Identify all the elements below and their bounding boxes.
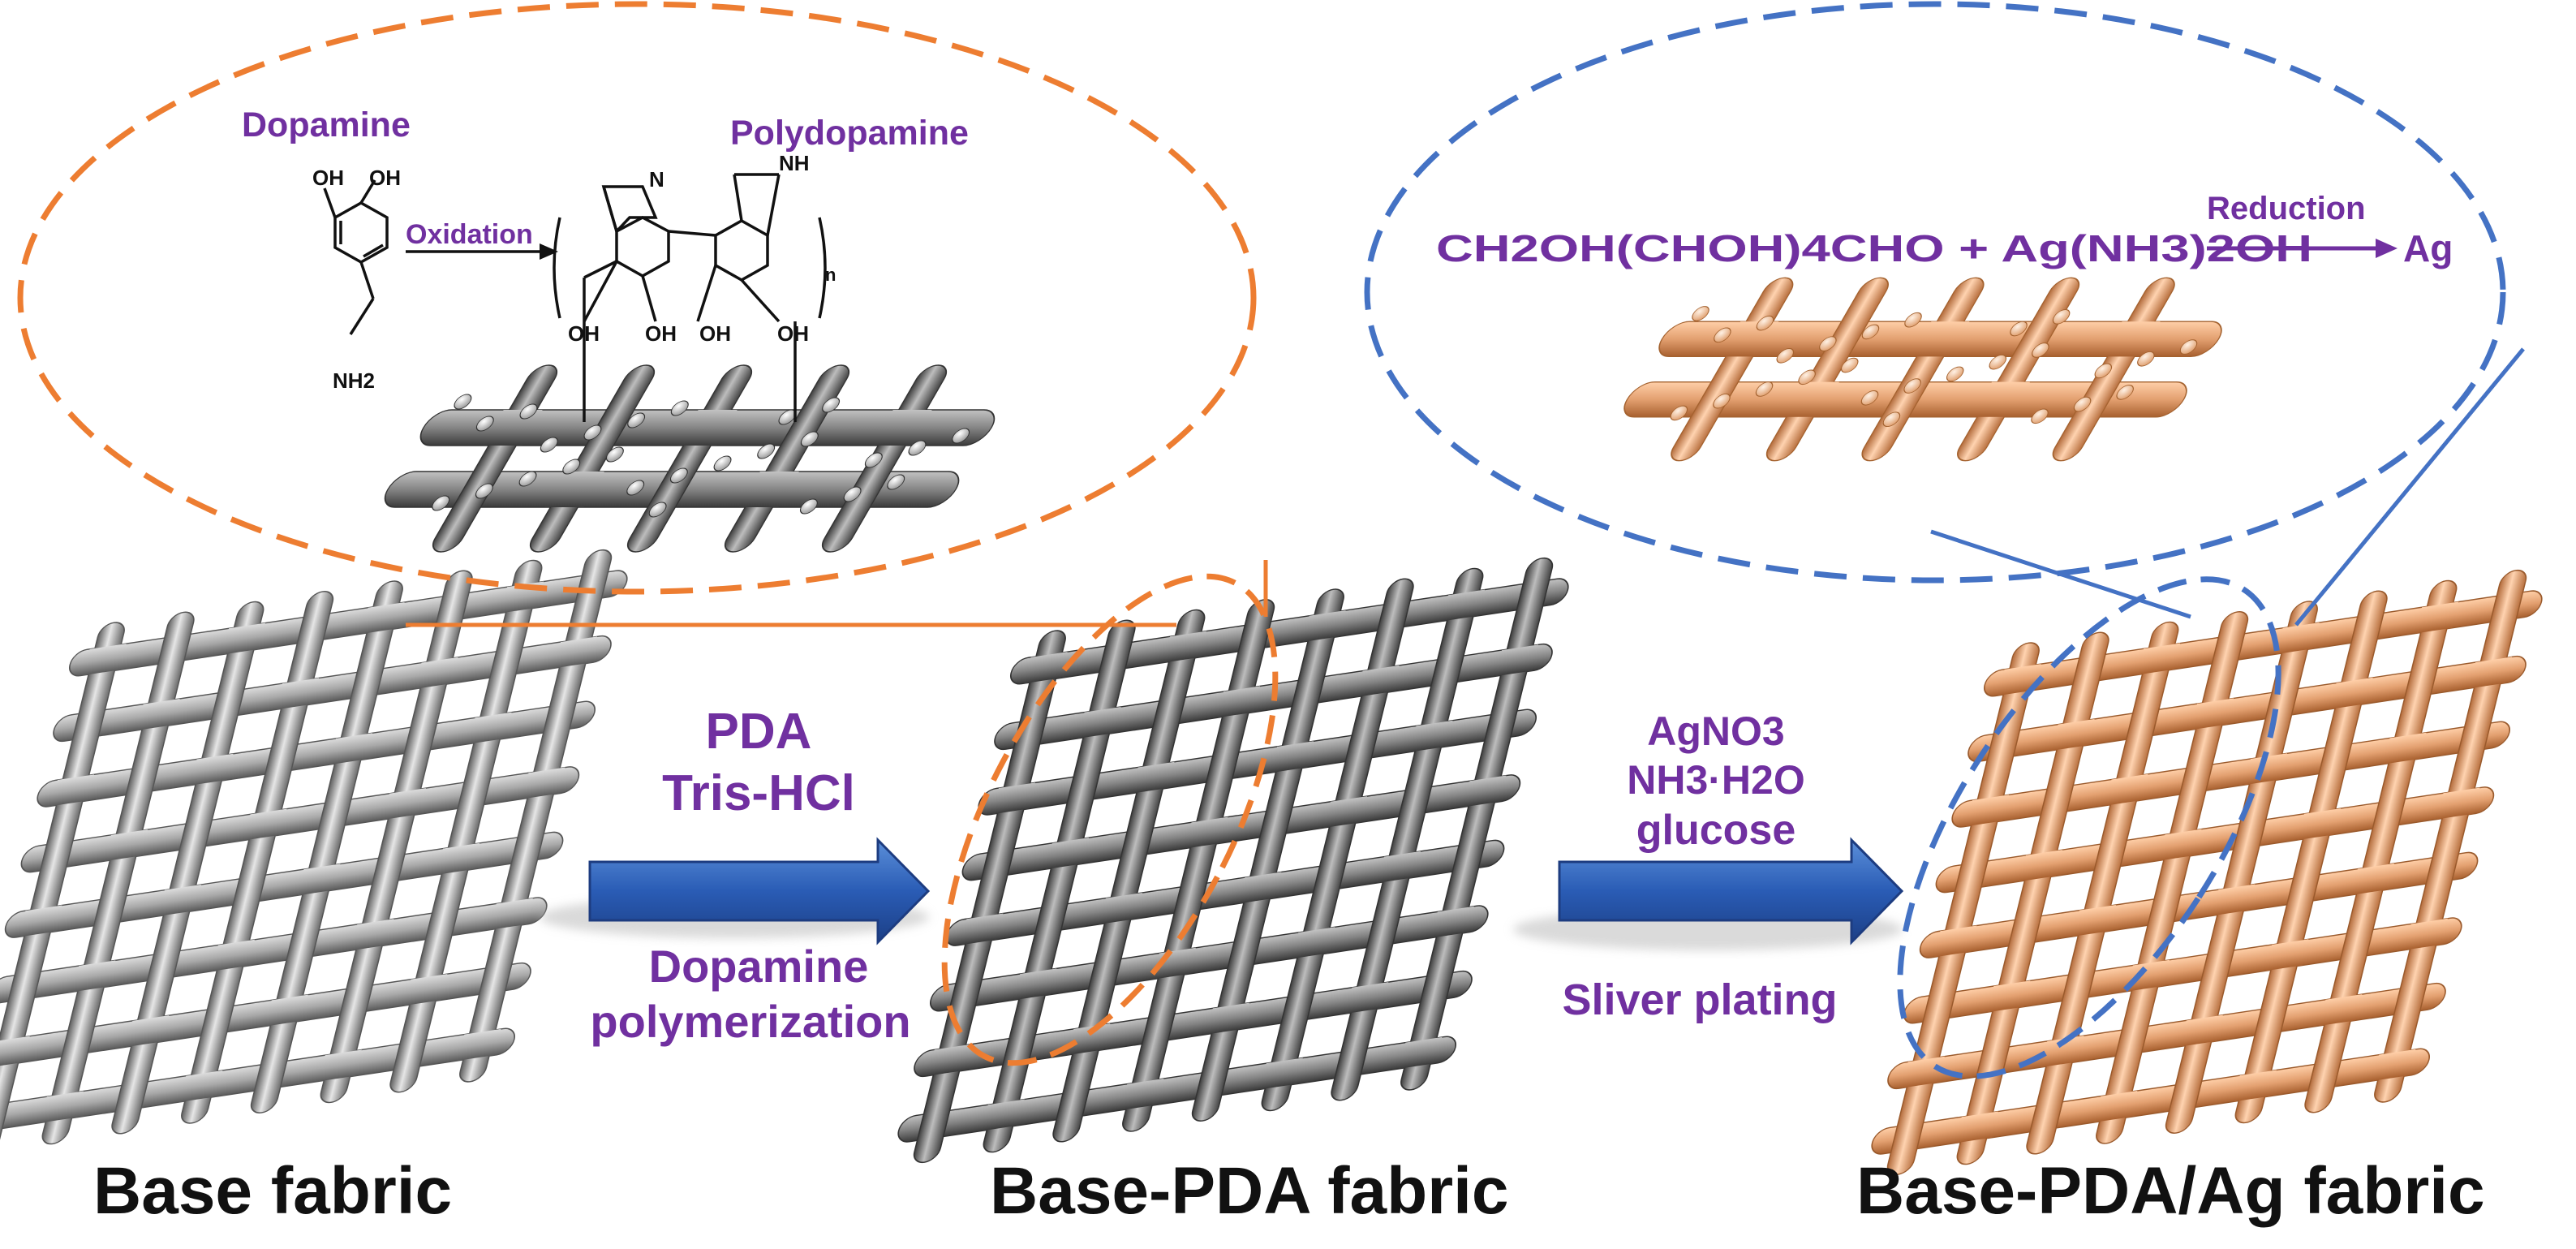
pda-inset-ellipse bbox=[17, 1, 1257, 595]
step2-process-plating: Sliver plating bbox=[1562, 976, 1837, 1024]
ag-zoom-region bbox=[1897, 576, 2281, 1079]
polydopamine-structure bbox=[553, 173, 827, 422]
blue-connector-right bbox=[2294, 347, 2525, 627]
polydopamine-n: N bbox=[649, 167, 664, 192]
step2-reagent-glucose: glucose bbox=[1636, 807, 1796, 854]
caption-base-pda-ag-fabric: Base-PDA/Ag fabric bbox=[1856, 1154, 2485, 1228]
step1-process-polymerization: polymerization bbox=[590, 996, 910, 1047]
reduction-arrow-head bbox=[2376, 239, 2398, 258]
step1-arrow bbox=[540, 837, 931, 945]
step2-arrow bbox=[1513, 837, 1904, 950]
polydopamine-nh: NH bbox=[779, 151, 810, 175]
pda-inset-fabric-strip bbox=[384, 364, 996, 553]
base-pda-fabric-illustration bbox=[897, 557, 1569, 1164]
oxidation-arrow-head bbox=[540, 243, 558, 260]
ag-equation: CH2OH(CHOH)4CHO + Ag(NH3)2OH bbox=[1436, 227, 2312, 269]
dopamine-nh2: NH2 bbox=[333, 368, 375, 393]
caption-base-fabric: Base fabric bbox=[93, 1154, 452, 1228]
step1-process-dopamine: Dopamine bbox=[649, 941, 869, 992]
step2-reagent-ammonia: NH3·H2O bbox=[1627, 757, 1804, 803]
polydopamine-subscript-n: n bbox=[825, 265, 836, 285]
step2-reagent-agno3: AgNO3 bbox=[1647, 708, 1784, 754]
dopamine-oh-2: OH bbox=[369, 166, 401, 190]
dopamine-oh-1: OH bbox=[312, 166, 344, 190]
step1-reagent-pda: PDA bbox=[706, 704, 812, 760]
polydopamine-oh-2: OH bbox=[645, 321, 677, 346]
ag-product-label: Ag bbox=[2403, 227, 2453, 269]
reduction-label: Reduction bbox=[2207, 191, 2366, 226]
dopamine-label: Dopamine bbox=[242, 106, 411, 144]
ag-inset-fabric-strip bbox=[1623, 277, 2222, 462]
caption-base-pda-fabric: Base-PDA fabric bbox=[990, 1154, 1509, 1228]
step1-reagent-tris: Tris-HCl bbox=[662, 765, 855, 821]
polydopamine-oh-3: OH bbox=[699, 321, 731, 346]
oxidation-label: Oxidation bbox=[406, 219, 533, 250]
dopamine-structure bbox=[323, 179, 389, 335]
ag-inset-ellipse bbox=[1364, 1, 2506, 584]
polydopamine-oh-1: OH bbox=[568, 321, 600, 346]
pda-zoom-region bbox=[941, 573, 1279, 1066]
base-fabric-illustration bbox=[0, 549, 628, 1156]
polydopamine-label: Polydopamine bbox=[730, 114, 969, 153]
polydopamine-oh-4: OH bbox=[777, 321, 809, 346]
base-pda-ag-fabric-illustration bbox=[1871, 569, 2543, 1176]
